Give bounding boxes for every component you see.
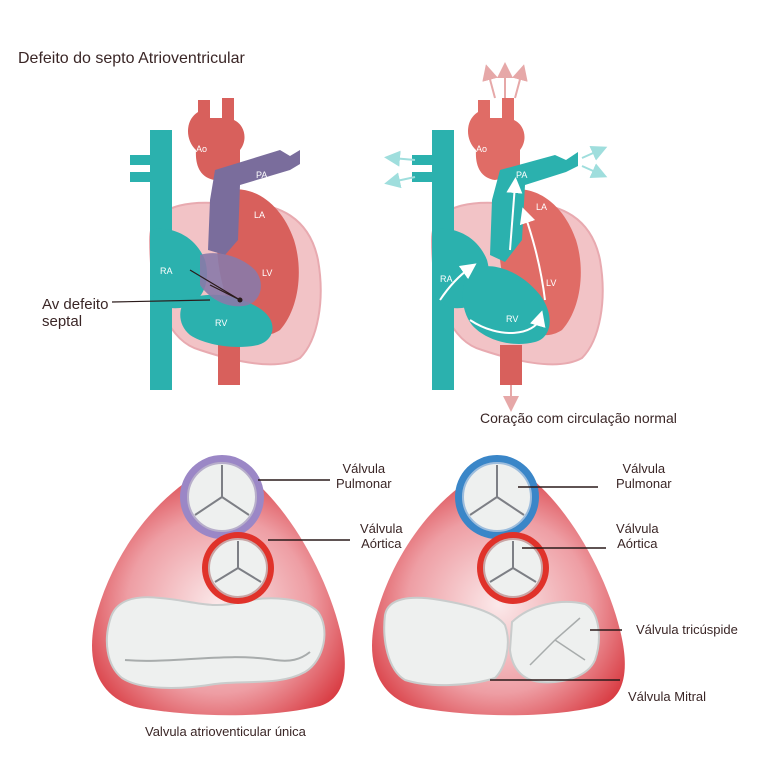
right-aortic-label-line2: Aórtica [617,535,658,551]
left-pulmonary-label: Válvula Pulmonar [336,461,392,492]
right-rv [462,266,550,345]
left-defect-line-1 [189,269,241,301]
right-out-arrow-5 [384,172,416,189]
left-common-av-valve [105,596,326,689]
left-label-ao: Ao [196,144,207,154]
right-flow-arrow-rv [469,310,546,334]
right-out-arrow-4 [384,150,416,167]
left-aortic-label-line2: Aórtica [361,535,402,551]
left-svc-branch-mid [130,172,170,182]
right-valves [372,455,625,716]
right-pulmonary-label: Válvula Pulmonar [616,461,672,492]
av-defect-label-line1: Av defeito [42,296,109,313]
right-pulmonary-cusps [469,465,525,516]
diagram-title: Defeito do septo Atrioventricular [18,50,245,67]
left-common-av-valve-line [124,651,311,662]
right-out-arrow-7 [581,163,608,179]
left-defect-line-2 [209,284,241,301]
right-aortic-cusps [489,541,537,583]
single-av-valve-caption: Valvula atrioventicular única [145,724,306,739]
left-ra [150,228,208,309]
right-aortic-label-line1: Válvula [616,521,659,536]
left-valves [92,455,350,716]
left-aorta [187,98,245,180]
right-svc-branch-mid [412,172,452,182]
left-label-la: LA [254,210,265,220]
right-out-arrow-3 [512,64,528,99]
left-label-pa: PA [256,170,267,180]
left-aortic-cusps [214,541,262,583]
left-ivc-red [218,345,240,385]
right-tricuspid-valve [508,600,600,684]
left-label-ra: RA [160,266,173,276]
left-aortic-label: Válvula Aórtica [360,521,403,552]
left-defect-dot [237,297,243,303]
normal-heart-caption: Coração com circulação normal [480,410,677,426]
left-heart: Ao PA LA LV RA RV [111,98,322,390]
right-label-rv: RV [506,314,518,324]
left-rv [180,294,273,347]
right-label-la: LA [536,202,547,212]
right-out-arrow-6 [581,145,608,161]
left-label-lv: LV [262,268,272,278]
tricuspid-valve-label: Válvula tricúspide [636,622,738,637]
right-flow-arrow-lv [519,207,546,301]
av-defect-label-line2: septal [42,313,83,331]
right-heart: Ao PA LA LV RA RV [384,62,608,412]
right-pulmonary-label-line1: Válvula [622,461,666,476]
right-label-ra: RA [440,274,453,284]
right-ivc-red [500,345,522,385]
right-svc-branch-top [412,155,452,165]
av-defect-label: Av defeito septal [42,296,108,331]
left-pulmonary-label-line2: Pulmonar [336,475,392,491]
right-flow-arrow-pa [506,177,523,251]
mitral-valve-label: Válvula Mitral [628,689,707,704]
right-label-pa: PA [516,170,527,180]
right-label-ao: Ao [476,144,487,154]
right-aortic-label: Válvula Aórtica [616,521,659,552]
left-svc-branch-top [130,155,170,165]
left-pa [208,150,300,255]
left-pulmonary-label-line1: Válvula [342,461,386,476]
right-mitral-valve [383,596,509,687]
left-aortic-label-line1: Válvula [360,521,403,536]
right-flow-arrow-ra [439,263,477,301]
left-mixing-zone [200,253,261,307]
right-aorta [467,98,525,180]
right-pulmonary-label-line2: Pulmonar [616,475,672,491]
left-label-rv: RV [215,318,227,328]
left-defect-pointer [111,299,211,303]
left-pulmonary-cusps [194,465,250,516]
right-label-lv: LV [546,278,556,288]
right-out-arrow-1 [482,64,498,99]
right-tricuspid-cusps [529,617,586,666]
